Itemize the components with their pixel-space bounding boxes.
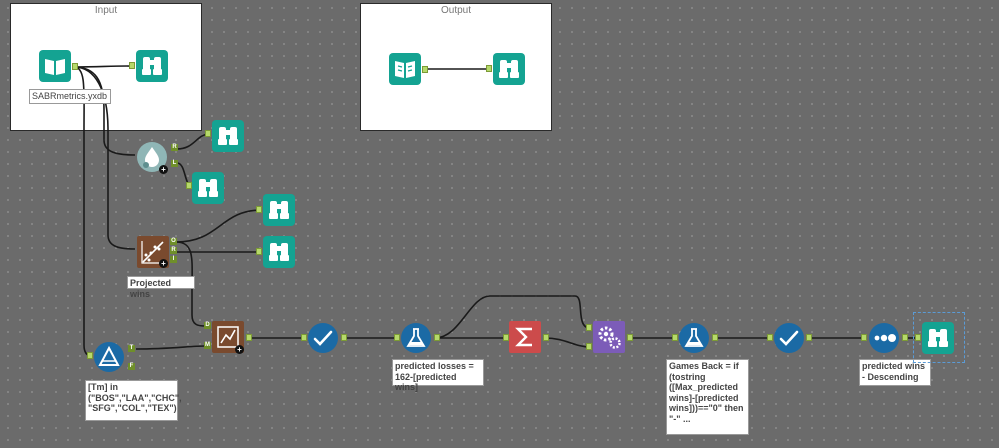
flask-icon — [679, 323, 709, 353]
select-tool[interactable] — [773, 322, 805, 354]
score-output-anchor[interactable] — [246, 334, 252, 341]
filter-input-anchor[interactable] — [87, 352, 93, 359]
wire-input-browse — [73, 65, 132, 68]
browse-tool[interactable] — [212, 120, 244, 152]
formula-input-anchor[interactable] — [672, 334, 678, 341]
wire-input-regression — [73, 66, 136, 250]
anchor-label-r[interactable]: R — [171, 144, 178, 151]
filter-triangle-icon — [94, 342, 124, 372]
formula-tool[interactable] — [400, 322, 432, 354]
anchor-label-i[interactable]: I — [170, 256, 177, 263]
water-drop-icon — [137, 142, 167, 172]
browse-anchor[interactable] — [186, 182, 192, 189]
browse-tool[interactable] — [493, 53, 525, 85]
browse-output-anchor[interactable] — [486, 65, 492, 72]
select-output-anchor[interactable] — [806, 334, 812, 341]
append-source-anchor[interactable] — [586, 343, 592, 350]
create-samples-tool[interactable] — [136, 141, 168, 173]
browse-tool[interactable] — [136, 50, 168, 82]
filter-annotation: [Tm] in ("BOS","LAA","CHC", "SFG","COL",… — [85, 380, 182, 421]
anchor-label-m[interactable]: M — [204, 342, 211, 349]
anchor-label-r[interactable]: R — [170, 247, 177, 254]
binoculars-icon — [212, 120, 244, 152]
binoculars-icon — [493, 53, 525, 85]
append-fields-tool[interactable] — [593, 321, 625, 353]
sort-dots-icon — [869, 323, 899, 353]
input-file-label: SABRmetrics.yxdb — [29, 89, 111, 104]
formula2-annotation: Games Back = if (tostring ([Max_predicte… — [666, 359, 749, 435]
browse-anchor[interactable] — [205, 130, 211, 137]
anchor-label-l[interactable]: L — [171, 160, 178, 167]
input-data-tool[interactable] — [39, 50, 71, 82]
wire-summarize-append — [544, 337, 591, 348]
wire-input-samples — [73, 66, 136, 156]
browse-anchor[interactable] — [256, 248, 262, 255]
wire-reg-score — [175, 241, 206, 327]
projected-wins-label: Projected wins — [127, 276, 195, 299]
binoculars-icon — [263, 236, 295, 268]
anchor-label-t[interactable]: T — [128, 345, 135, 352]
flask-icon — [401, 323, 431, 353]
add-anchor-icon[interactable]: + — [159, 165, 168, 174]
add-anchor-icon[interactable]: + — [235, 345, 244, 354]
browse-tool[interactable] — [263, 236, 295, 268]
append-target-anchor[interactable] — [586, 324, 592, 331]
book-icon — [39, 50, 71, 82]
formula-output-anchor[interactable] — [434, 334, 440, 341]
wire-formula-append — [434, 295, 591, 339]
browse-anchor[interactable] — [256, 206, 262, 213]
browse-input-anchor[interactable] — [915, 334, 921, 341]
summarize-output-anchor[interactable] — [543, 334, 549, 341]
output-tool-anchor[interactable] — [422, 66, 428, 73]
browse-input-anchor[interactable] — [129, 62, 135, 69]
browse-tool[interactable] — [922, 322, 954, 354]
browse-tool[interactable] — [263, 194, 295, 226]
sort-output-anchor[interactable] — [902, 334, 908, 341]
checkmark-icon — [308, 323, 338, 353]
add-anchor-icon[interactable]: + — [159, 259, 168, 268]
wire-reg-browse1 — [175, 209, 263, 243]
anchor-label-d[interactable]: D — [204, 322, 211, 329]
sort-input-anchor[interactable] — [861, 334, 867, 341]
binoculars-icon — [136, 50, 168, 82]
summarize-input-anchor[interactable] — [503, 334, 509, 341]
open-book-icon — [389, 53, 421, 85]
formula-output-anchor[interactable] — [712, 334, 718, 341]
filter-tool[interactable] — [93, 341, 125, 373]
sort-annotation: predicted wins - Descending — [859, 359, 931, 386]
anchor-label-f[interactable]: F — [128, 363, 135, 370]
formula-input-anchor[interactable] — [394, 334, 400, 341]
anchor-label-o[interactable]: O — [170, 238, 177, 245]
input-container-title: Input — [94, 5, 118, 16]
formula1-annotation: predicted losses = 162-[predicted wins] — [392, 359, 484, 392]
select-input-anchor[interactable] — [767, 334, 773, 341]
wire-input-filter — [73, 66, 93, 357]
select-output-anchor[interactable] — [341, 334, 347, 341]
checkmark-icon — [774, 323, 804, 353]
summarize-tool[interactable] — [509, 321, 541, 353]
gears-icon — [593, 321, 625, 353]
input-output-anchor[interactable] — [72, 63, 78, 70]
wire-filter-score — [135, 345, 206, 350]
output-data-tool[interactable] — [389, 53, 421, 85]
sigma-icon — [509, 321, 541, 353]
selection-box — [913, 312, 965, 363]
browse-tool[interactable] — [192, 172, 224, 204]
binoculars-icon — [192, 172, 224, 204]
select-input-anchor[interactable] — [301, 334, 307, 341]
select-tool[interactable] — [307, 322, 339, 354]
output-container-title: Output — [440, 5, 472, 16]
formula-tool[interactable] — [678, 322, 710, 354]
sort-tool[interactable] — [868, 322, 900, 354]
binoculars-icon — [263, 194, 295, 226]
append-output-anchor[interactable] — [627, 334, 633, 341]
binoculars-icon — [922, 322, 954, 354]
